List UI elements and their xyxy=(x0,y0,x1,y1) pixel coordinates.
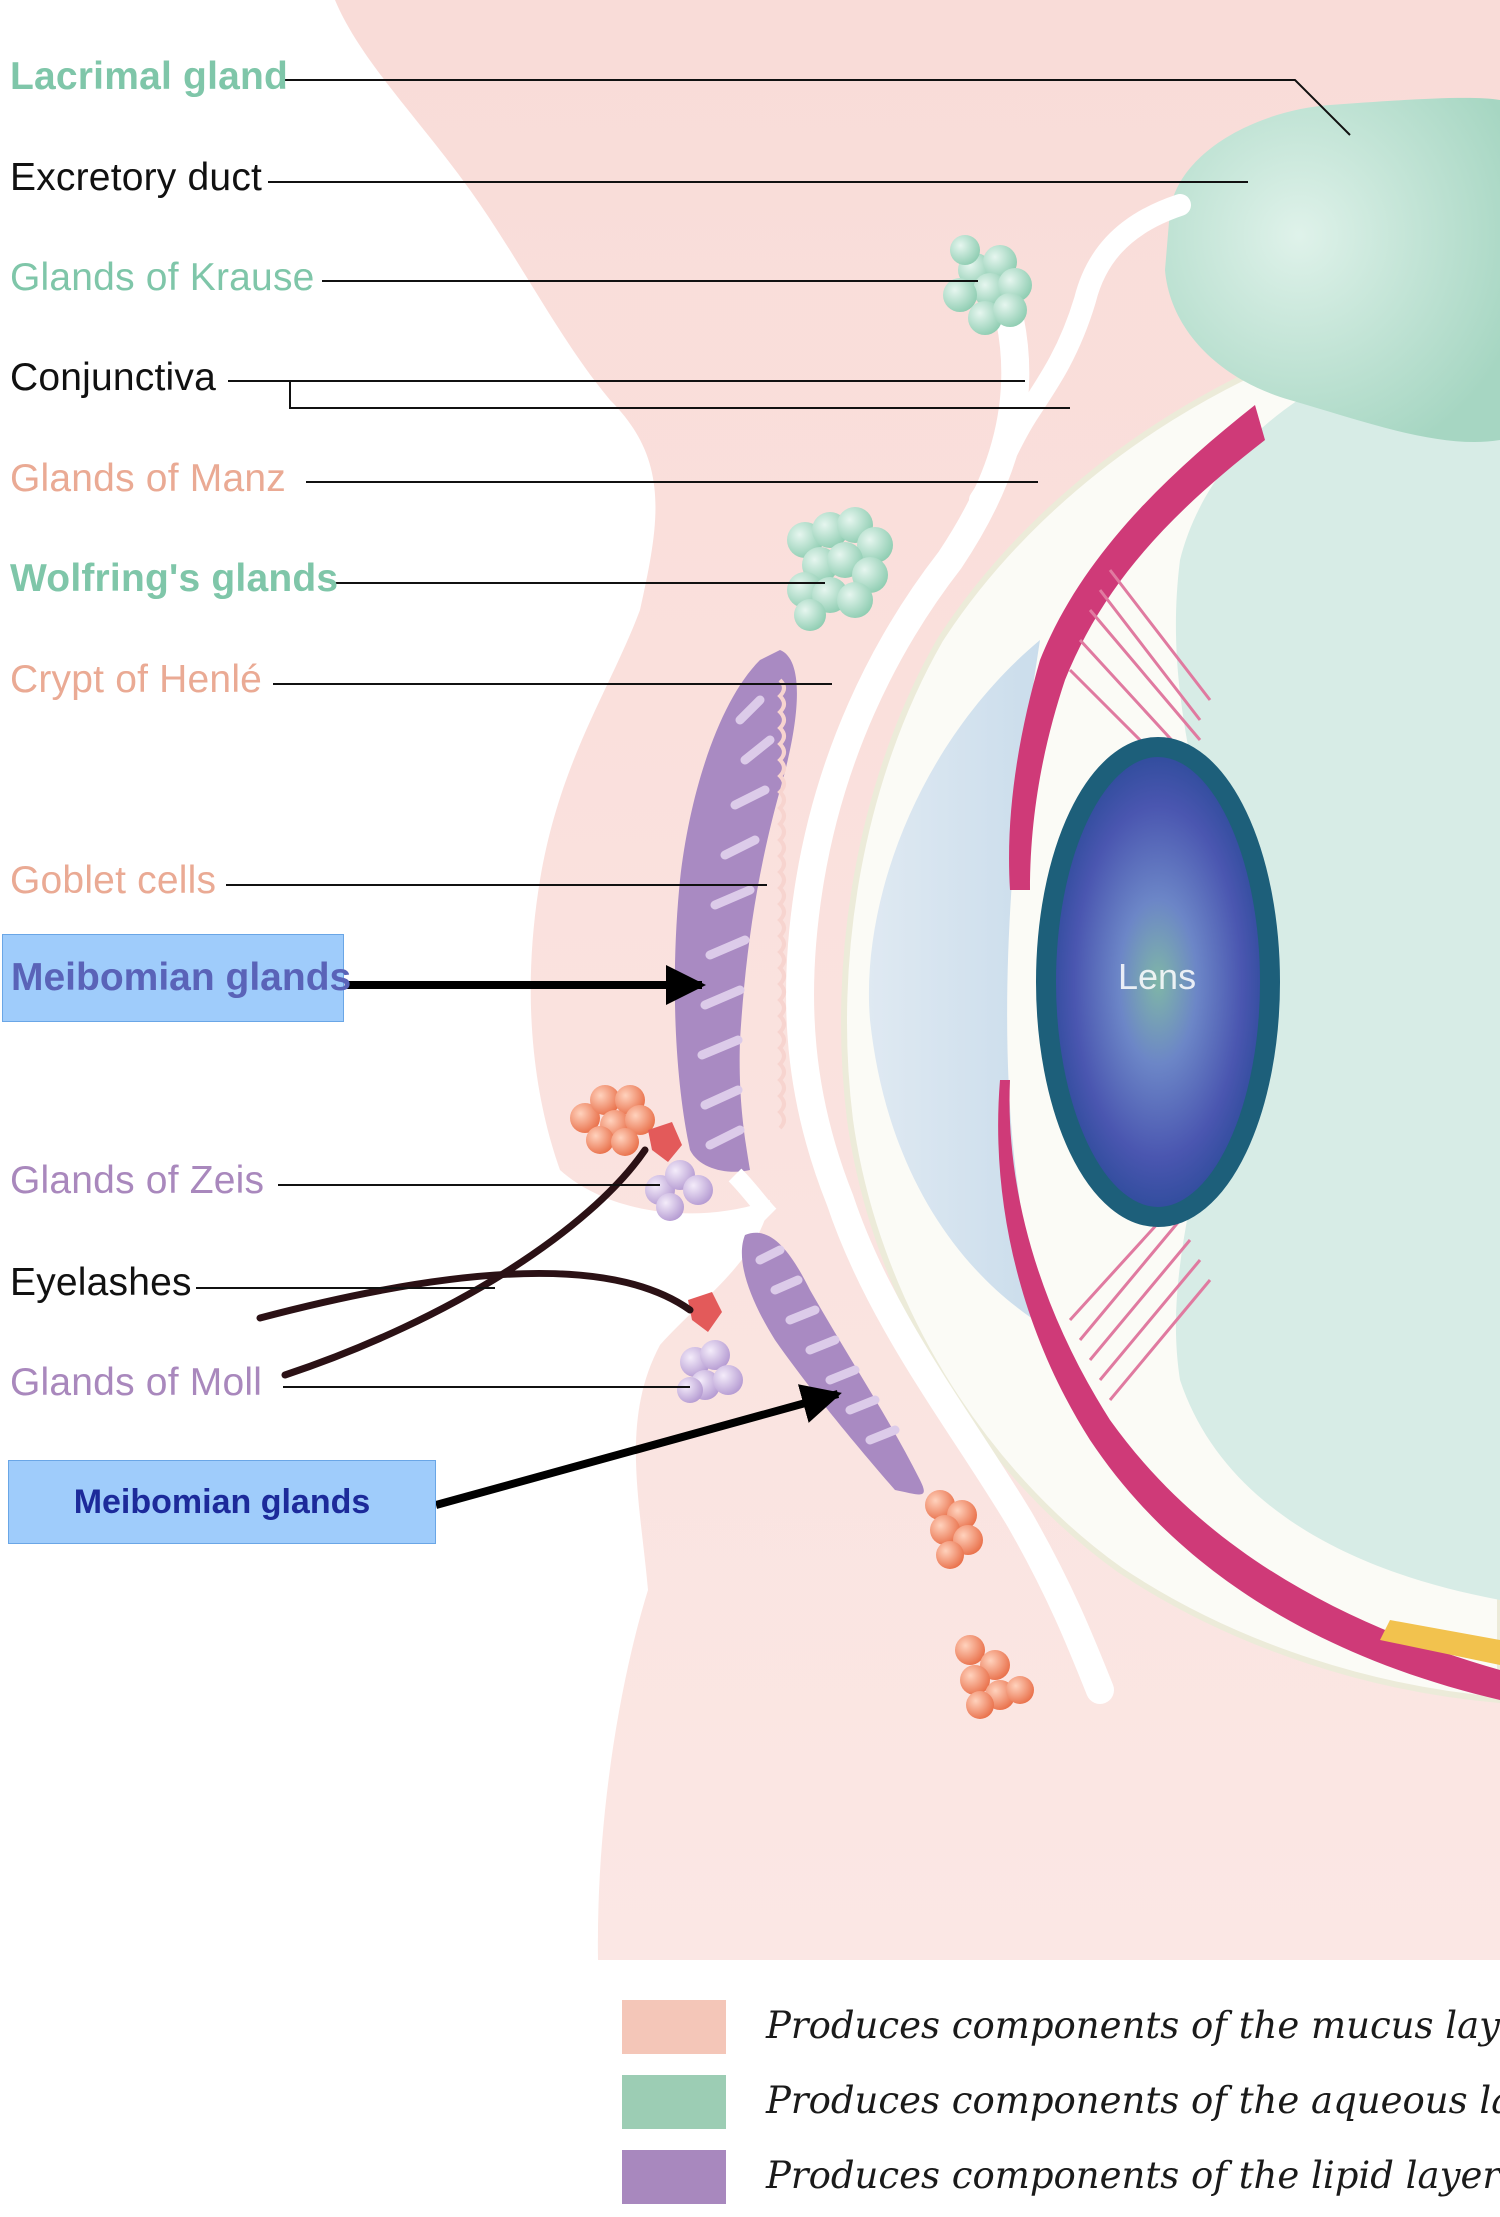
glands-of-zeis-cluster-mucus xyxy=(570,1085,655,1156)
wolfrings-glands xyxy=(787,507,893,631)
label-glands-of-krause: Glands of Krause xyxy=(10,256,315,299)
iris-lower xyxy=(998,1080,1500,1700)
meibomian-ducts-upper xyxy=(697,695,775,1150)
retina-edge xyxy=(1380,1620,1500,1665)
leader-lines xyxy=(196,79,1351,1388)
mucus-cluster-lower-2 xyxy=(955,1635,1034,1719)
label-meibomian-glands-lower: Meibomian glands xyxy=(73,1482,371,1521)
label-glands-of-manz: Glands of Manz xyxy=(10,457,286,500)
glands-of-zeis xyxy=(645,1160,713,1221)
legend-swatch-mucus xyxy=(622,2000,726,2054)
label-glands-of-zeis: Glands of Zeis xyxy=(10,1159,265,1202)
eyelash-lower xyxy=(256,1270,694,1322)
goblet-cell-folds xyxy=(777,678,786,1130)
label-wolfrings-glands: Wolfring's glands xyxy=(10,557,339,600)
mucus-cluster-lower-1 xyxy=(925,1490,983,1569)
label-lens: Lens xyxy=(1118,956,1197,997)
label-lacrimal-gland: Lacrimal gland xyxy=(10,55,289,98)
arrow-meibomian-lower xyxy=(434,1384,842,1509)
lash-follicle-upper xyxy=(648,1122,682,1162)
label-eyelashes: Eyelashes xyxy=(10,1261,192,1304)
vitreous xyxy=(1175,330,1500,1600)
label-glands-of-moll: Glands of Moll xyxy=(10,1361,263,1404)
label-conjunctiva: Conjunctiva xyxy=(10,356,216,399)
meibomian-gland-lower xyxy=(741,1232,924,1495)
ciliary-fibers-upper xyxy=(1068,569,1212,782)
lacrimal-gland xyxy=(1165,97,1500,442)
legend-text-lipid: Produces components of the lipid layer xyxy=(766,2154,1500,2197)
meibomian-gland-upper xyxy=(674,650,797,1172)
glands-of-krause xyxy=(943,235,1032,335)
lid-margin xyxy=(728,1168,777,1222)
highlight-meibomian-glands-upper: Meibomian glands xyxy=(2,934,351,1022)
iris-upper xyxy=(1009,405,1265,890)
highlight-meibomian-glands-lower: Meibomian glands xyxy=(8,1460,436,1544)
legend-text-mucus: Produces components of the mucus layer xyxy=(766,2004,1500,2047)
ciliary-fibers-lower xyxy=(1068,1208,1212,1401)
lash-follicle-lower xyxy=(688,1292,722,1332)
glands-of-moll xyxy=(677,1340,743,1403)
label-excretory-duct: Excretory duct xyxy=(10,156,263,199)
lens xyxy=(1036,737,1280,1227)
legend-swatch-lipid xyxy=(622,2150,726,2204)
conjunctival-sac xyxy=(786,306,1114,1704)
legend-text-aqueous: Produces components of the aqueous layer xyxy=(766,2079,1500,2122)
legend-background xyxy=(590,1960,1500,2217)
label-goblet-cells: Goblet cells xyxy=(10,859,217,902)
meibomian-ducts-lower xyxy=(755,1245,900,1445)
legend-swatch-aqueous xyxy=(622,2075,726,2129)
label-crypt-of-henle: Crypt of Henlé xyxy=(10,658,263,701)
label-meibomian-glands-upper: Meibomian glands xyxy=(11,956,352,999)
